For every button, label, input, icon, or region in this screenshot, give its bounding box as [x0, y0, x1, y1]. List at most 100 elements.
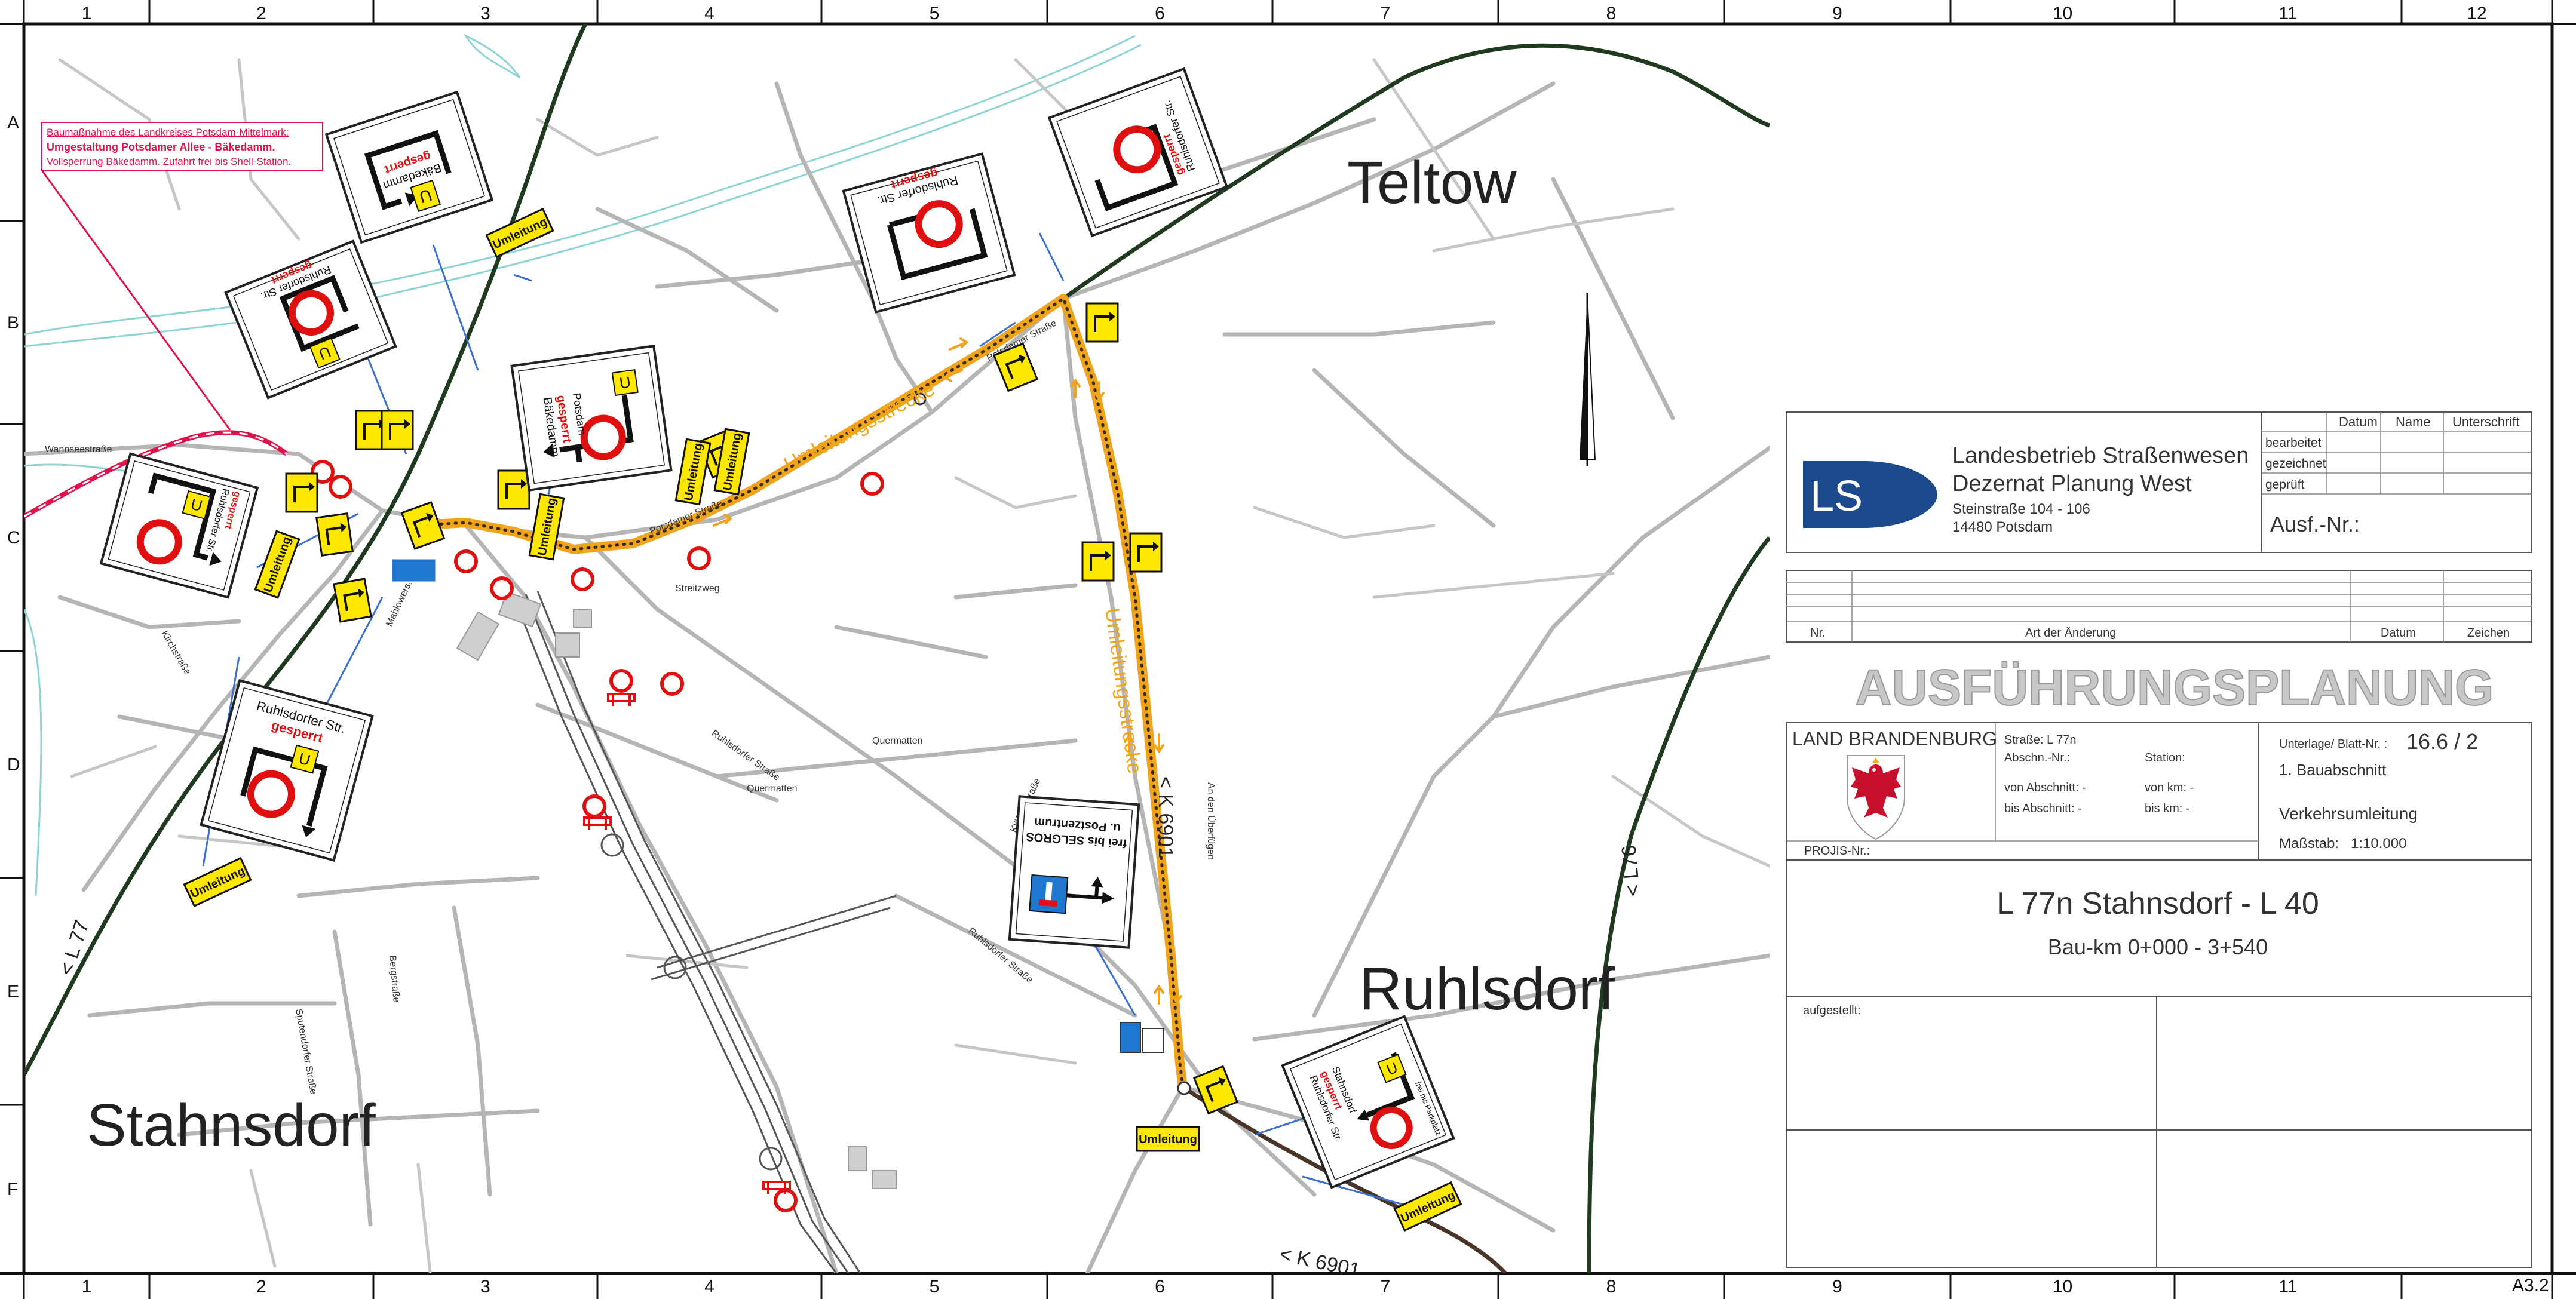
umleitung-plates: UmleitungUmleitungUmleitungUmleitungUmle… — [183, 207, 1462, 1232]
col-name: Name — [2396, 414, 2431, 429]
closure-circle-icon — [687, 546, 711, 570]
row-bearbeitet: bearbeitet — [2265, 436, 2322, 450]
column-label: 6 — [1155, 4, 1165, 23]
column-label: 7 — [1381, 1277, 1391, 1297]
title-block: Datum Name Unterschrift bearbeitet gezei… — [1786, 411, 2532, 1268]
row-geprueft: geprüft — [2265, 478, 2305, 492]
route-end-marker — [1177, 1081, 1191, 1095]
closure-circle-icon — [490, 576, 514, 600]
rev-zeichen: Zeichen — [2467, 627, 2510, 640]
column-label: 8 — [1606, 1277, 1617, 1297]
barrier-icon — [607, 693, 636, 706]
railway-line — [24, 430, 289, 519]
sign-ruhlsdorfer-teltow-1: Ruhlsdorfer Str. gesperrt — [842, 152, 1016, 314]
street-label: Quermatten — [872, 736, 922, 746]
von-km: von km: - — [2145, 781, 2194, 794]
umleitung-text: Umleitung — [1139, 1133, 1197, 1146]
detour-arrows — [713, 337, 1182, 1005]
bis-abschnitt: bis Abschnitt: - — [2004, 802, 2082, 815]
closure-circle-icon — [860, 472, 884, 496]
von-abschnitt: von Abschnitt: - — [2004, 781, 2086, 794]
station-label: Station: — [2145, 751, 2185, 764]
construction-site — [456, 591, 897, 1189]
umleitung-plate: Umleitung — [528, 493, 565, 561]
detour-arrow-plate — [315, 512, 354, 557]
note-line-1: Baumaßnahme des Landkreises Potsdam-Mitt… — [47, 127, 289, 138]
closure-circle-icon — [660, 672, 684, 696]
street-label: Kirchstraße — [160, 629, 193, 677]
street-label: Bergstraße — [387, 955, 401, 1003]
sign-access-selgros: frei bis SELGROS u. Postzentrum — [1008, 795, 1140, 949]
detour-arrow-plate — [333, 578, 372, 623]
closure-circle-icon — [454, 549, 478, 573]
detour-arrow-plate — [1085, 302, 1119, 343]
row-label: A — [7, 113, 19, 133]
barrier-icon — [762, 1181, 791, 1194]
town-label-teltow: Teltow — [1347, 149, 1517, 216]
unterlage-value: 16.6 / 2 — [2406, 729, 2478, 754]
detour-arrow-plate — [1192, 1065, 1239, 1115]
street-label: Potsdamer Straße — [648, 498, 724, 536]
sign-ruhlsdorfer-teltow-2: Ruhlsdorfer Str. gesperrt — [1047, 67, 1229, 238]
sign-ruhlsdorfer-south: Ruhlsdorfer Str. gesperrt U — [200, 679, 374, 862]
row-gezeichnet: gezeichnet — [2265, 457, 2326, 471]
umleitung-plate: Umleitung — [674, 438, 712, 506]
column-label: 5 — [930, 1277, 940, 1297]
rev-art: Art der Änderung — [2025, 627, 2116, 640]
brandenburg-eagle-icon — [1847, 755, 1905, 840]
org-line-2: Dezernat Planung West — [1952, 471, 2192, 496]
street-label: Quermatten — [747, 784, 797, 794]
row-label: F — [7, 1180, 18, 1199]
sign-ruhlsdorfer-west-1: U Ruhlsdorfer Str. gesperrt — [224, 239, 397, 400]
unterlage-label: Unterlage/ Blatt-Nr. : — [2279, 738, 2387, 751]
blue-info-sign — [390, 557, 1164, 1053]
detour-arrow-plate — [497, 469, 530, 510]
sheet-code: A3.2 — [2512, 1276, 2549, 1295]
note-line-3: Vollsperrung Bäkedamm. Zufahrt frei bis … — [47, 156, 291, 167]
strasse-label: Straße: L 77n — [2004, 733, 2076, 747]
row-label: C — [7, 528, 20, 548]
column-label: 12 — [2467, 4, 2486, 23]
column-label: 1 — [82, 4, 92, 23]
street-label: Streitzweg — [675, 584, 720, 594]
note-line-2: Umgestaltung Potsdamer Allee - Bäkedamm. — [47, 141, 275, 153]
column-label: 10 — [2053, 1277, 2072, 1297]
subject: Verkehrsumleitung — [2279, 804, 2418, 823]
land-label: LAND BRANDENBURG — [1792, 728, 1997, 750]
org-line-1: Landesbetrieb Straßenwesen — [1952, 443, 2249, 468]
sign-baekedamm-center: U Bäkedamm gesperrt Potsdam — [510, 345, 673, 492]
detour-arrow-plate — [992, 342, 1039, 392]
umleitung-plate: Umleitung — [183, 856, 252, 908]
aufgestellt-label: aufgestellt: — [1803, 1004, 1861, 1017]
map-area: Umleitungsstrecke Umleitungsstrecke Telt… — [24, 24, 1770, 1282]
ausf-nr-label: Ausf.-Nr.: — [2270, 512, 2360, 536]
umleitung-plate: Umleitung — [254, 530, 300, 599]
closure-circle-icon — [571, 567, 594, 591]
road-ref-l77: < L 77 — [54, 917, 93, 978]
rev-datum: Datum — [2381, 627, 2416, 640]
projis-label: PROJIS-Nr.: — [1804, 844, 1870, 858]
construction-note: Baumaßnahme des Landkreises Potsdam-Mitt… — [41, 122, 323, 431]
column-label: 3 — [480, 1277, 490, 1297]
road-ref-k6901-south: < K 6901 — [1277, 1243, 1362, 1282]
detour-route — [410, 294, 1188, 1089]
column-label: 6 — [1155, 1277, 1165, 1297]
sign-leader-lines — [202, 232, 1410, 1208]
org-address-1: Steinstraße 104 - 106 — [1952, 501, 2090, 517]
detour-arrow-plate — [400, 501, 446, 550]
column-label: 8 — [1606, 4, 1617, 23]
detour-arrow-plate — [285, 472, 318, 513]
column-label: 10 — [2053, 4, 2072, 23]
road-k6901-south — [1182, 1085, 1507, 1273]
new-road-corridor — [513, 591, 897, 1273]
column-label: 9 — [1832, 4, 1842, 23]
detour-arrow-plate — [1081, 541, 1115, 582]
plan-type-title: AUSFÜHRUNGSPLANUNG — [1856, 659, 2494, 715]
column-label: 1 — [82, 1277, 92, 1297]
column-label: 2 — [256, 1277, 266, 1297]
column-label: 5 — [930, 4, 940, 23]
